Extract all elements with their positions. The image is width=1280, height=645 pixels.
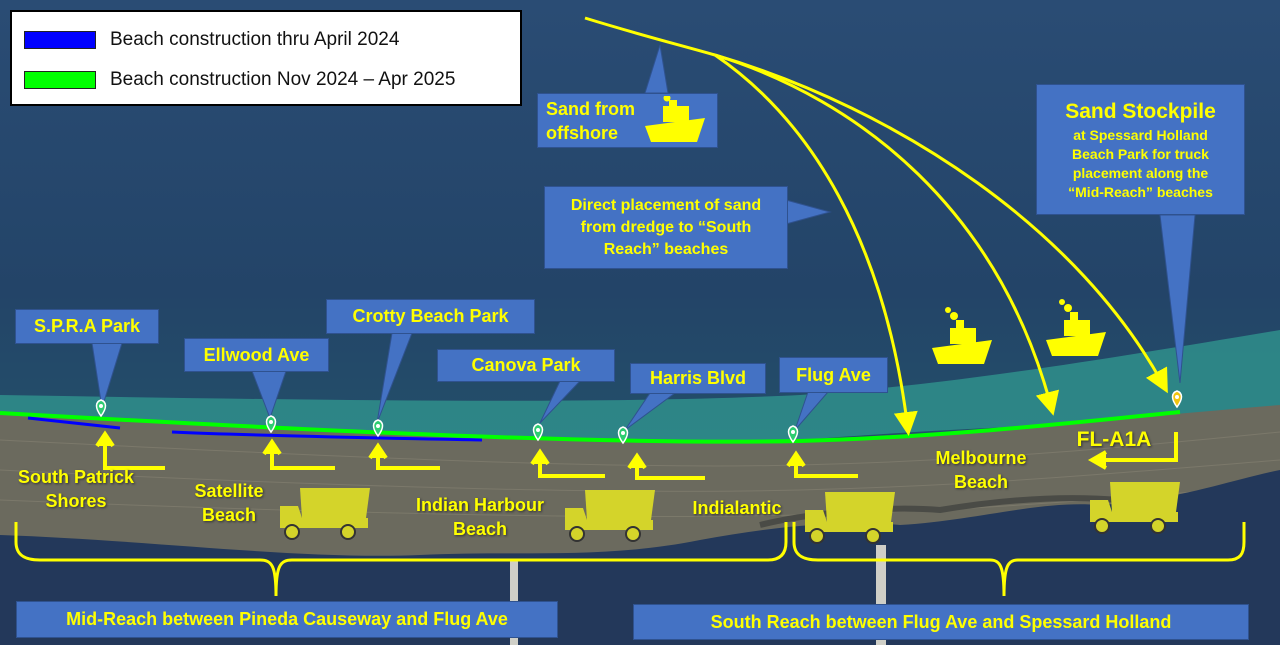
reach-braces [14,522,1246,597]
mid-reach-box: Mid-Reach between Pineda Causeway and Fl… [16,601,558,638]
south-reach-box: South Reach between Flug Ave and Spessar… [633,604,1249,640]
place-label: Beach [452,519,508,539]
callout-text: from dredge to “South [580,218,752,236]
callout-pointers [91,44,1196,431]
callout-text: S.P.R.A Park [33,316,141,336]
callout-text: placement along the [1072,164,1209,181]
delivery-arrows [584,16,1168,436]
causeway [876,545,886,645]
callout-spra-park: S.P.R.A Park [15,309,159,344]
place-label: South Patrick [17,467,135,487]
place-label-indialantic: Indialantic [683,496,791,520]
map-pin-icon [372,419,384,438]
ship-icon [1046,299,1106,356]
construction-line-blue-2 [171,430,483,442]
callout-text: Ellwood Ave [203,344,310,365]
reach-label: Mid-Reach between Pineda Causeway and Fl… [66,609,508,629]
callout-text: Canova Park [471,355,581,375]
reach-label: South Reach between Flug Ave and Spessar… [710,611,1172,632]
construction-line-green [0,410,1181,444]
callout-text: “Mid-Reach” beaches [1068,183,1213,200]
map-pin-icon [617,426,629,445]
callout-text: at Spessard Holland [1073,126,1208,143]
callout-text: Sand from [546,98,636,119]
callout-text: Crotty Beach Park [352,306,509,326]
dump-truck-icon [1090,482,1180,534]
place-label: Beach [201,505,257,525]
construction-line-blue-1 [27,416,121,430]
place-label-satellite-beach: Satellite Beach [184,479,274,527]
callout-flug-ave: Flug Ave [779,357,888,393]
callout-harris-blvd: Harris Blvd [630,363,766,394]
legend-item: Beach construction Nov 2024 – Apr 2025 [24,68,455,92]
callout-text: Harris Blvd [649,368,747,388]
legend-label: Beach construction Nov 2024 – Apr 2025 [110,69,456,90]
legend-swatch-blue [24,31,96,49]
map-pin-icon [1171,390,1183,409]
map-pin-icon [532,423,544,442]
map-pins [95,390,1183,445]
callout-canova-park: Canova Park [437,349,615,382]
legend-swatch-green [24,71,96,89]
ship-icon [645,95,706,142]
place-label: Beach [953,472,1009,492]
dump-truck-icon [805,492,895,544]
callout-ellwood-ave: Ellwood Ave [184,338,329,372]
callout-sand-stockpile: Sand Stockpile at Spessard Holland Beach… [1036,84,1245,215]
callout-text: Flug Ave [796,364,871,385]
turn-arrows [95,430,1178,480]
callout-text: Beach Park for truck [1072,145,1209,162]
legend-item: Beach construction thru April 2024 [24,28,399,52]
place-label-fl-a1a: FL-A1A [1066,428,1162,452]
callout-crotty-beach-park: Crotty Beach Park [326,299,535,334]
place-label: Satellite [194,481,264,501]
dump-truck-icon [565,490,655,542]
place-label: Melbourne [935,448,1027,468]
place-label-melbourne-beach: Melbourne Beach [925,446,1037,494]
legend-label: Beach construction thru April 2024 [110,29,400,50]
place-label-south-patrick-shores: South Patrick Shores [5,465,147,513]
callout-sand-offshore: Sand from offshore [537,93,718,148]
nearshore-water [0,330,1280,442]
callout-text: Reach” beaches [603,240,729,258]
callout-text: Direct placement of sand [570,196,762,214]
legend: Beach construction thru April 2024 Beach… [10,10,522,106]
map-pin-icon [95,399,107,418]
place-label-indian-harbour-beach: Indian Harbour Beach [400,493,560,541]
ship-icon [932,307,992,364]
place-label: Indian Harbour [415,495,544,515]
callout-title: Sand Stockpile [1065,99,1216,123]
dump-truck-icon [280,488,370,540]
map-pin-icon [265,415,277,434]
callout-text: offshore [546,122,618,143]
map-pin-icon [787,425,799,444]
place-label: Indialantic [692,498,782,518]
callout-direct-placement: Direct placement of sand from dredge to … [544,186,788,269]
road-label: FL-A1A [1076,428,1152,451]
place-label: Shores [45,491,107,511]
